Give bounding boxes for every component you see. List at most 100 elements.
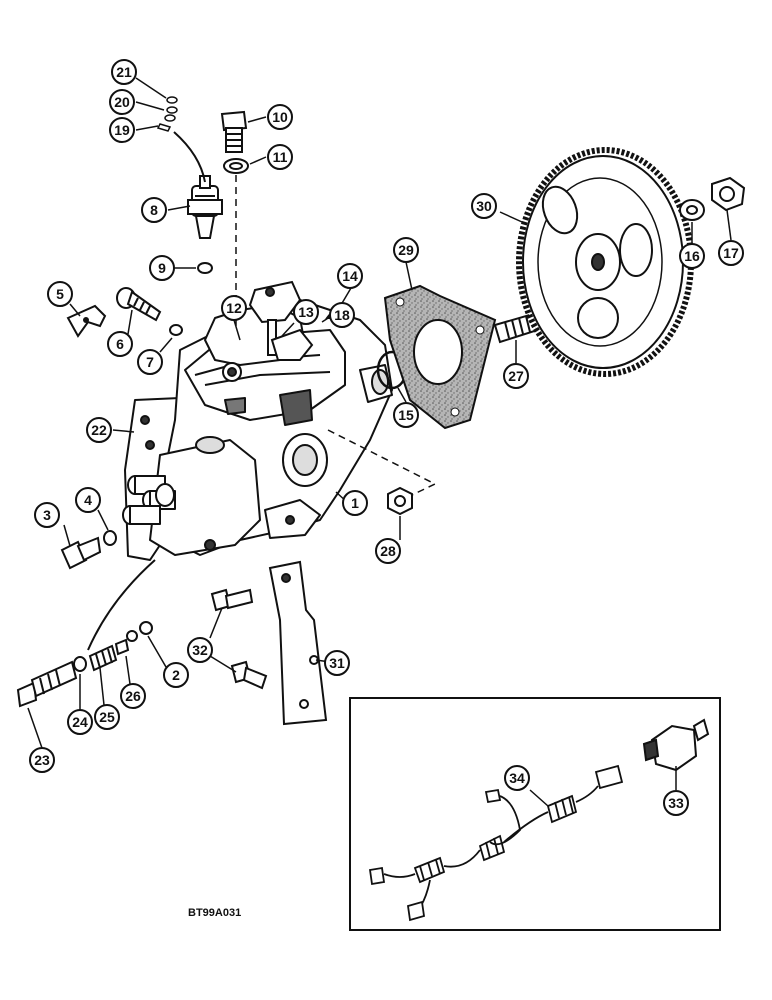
callout-circle: [149, 255, 175, 281]
callout-number: 21: [116, 64, 132, 80]
callout-circle: [221, 295, 247, 321]
callout-circle: [293, 299, 319, 325]
callout-number: 17: [723, 245, 739, 261]
callout-number: 10: [272, 109, 288, 125]
callout-number: 1: [351, 495, 359, 511]
callout-16: 16: [679, 243, 705, 269]
callout-1: 1: [342, 490, 368, 516]
callout-number: 23: [34, 752, 50, 768]
callout-12: 12: [221, 295, 247, 321]
callout-number: 4: [84, 492, 92, 508]
callout-number: 19: [114, 122, 130, 138]
callout-27: 27: [503, 363, 529, 389]
callout-2: 2: [163, 662, 189, 688]
callout-number: 14: [342, 268, 358, 284]
callout-circle: [504, 765, 530, 791]
cap-screw: [116, 287, 162, 322]
solenoid-hardware: [156, 96, 178, 132]
callout-circle: [324, 650, 350, 676]
callout-circle: [47, 281, 73, 307]
lock-washer: [679, 199, 705, 221]
assembly-line-solenoid: [173, 131, 206, 183]
callout-circle: [267, 144, 293, 170]
callout-circle: [141, 197, 167, 223]
callout-33: 33: [663, 790, 689, 816]
callout-3: 3: [34, 502, 60, 528]
mounting-gasket: [383, 284, 497, 430]
callout-number: 8: [150, 202, 158, 218]
assembly-line-valve: [87, 559, 156, 651]
callout-number: 9: [158, 260, 166, 276]
callout-circle: [29, 747, 55, 773]
callout-number: 20: [114, 94, 130, 110]
callout-28: 28: [375, 538, 401, 564]
callout-23: 23: [29, 747, 55, 773]
pressure-switch: [642, 718, 710, 772]
callout-circle: [67, 709, 93, 735]
throttle-lever: [248, 280, 314, 361]
callout-26: 26: [120, 683, 146, 709]
callout-number: 29: [398, 242, 414, 258]
screw-o-ring: [169, 324, 183, 336]
callout-24: 24: [67, 709, 93, 735]
callout-number: 30: [476, 198, 492, 214]
callout-circle: [75, 487, 101, 513]
callout-31: 31: [324, 650, 350, 676]
callout-circle: [471, 193, 497, 219]
callout-4: 4: [75, 487, 101, 513]
callout-circle: [342, 490, 368, 516]
callout-7: 7: [137, 349, 163, 375]
callout-30: 30: [471, 193, 497, 219]
callout-number: 33: [668, 795, 684, 811]
sealing-washer: [223, 158, 249, 174]
callout-circle: [94, 704, 120, 730]
figure-code: BT99A031: [188, 907, 241, 919]
callout-number: 6: [116, 336, 124, 352]
plug-washer: [103, 530, 117, 546]
callout-13: 13: [293, 299, 319, 325]
callout-17: 17: [718, 240, 744, 266]
valve-assembly: [16, 621, 153, 708]
callout-number: 16: [684, 248, 700, 264]
drive-gear: [516, 147, 694, 377]
callout-circle: [337, 263, 363, 289]
harness-inset: [349, 697, 721, 931]
callout-number: 24: [72, 714, 88, 730]
mounting-bracket: [268, 560, 328, 726]
callout-circle: [503, 363, 529, 389]
callout-circle: [267, 104, 293, 130]
callout-number: 12: [226, 300, 242, 316]
callout-circle: [111, 59, 137, 85]
callout-18: 18: [329, 302, 355, 328]
wiring-harness: [368, 764, 624, 922]
callout-circle: [329, 302, 355, 328]
callout-circle: [163, 662, 189, 688]
callout-number: 3: [43, 507, 51, 523]
callout-32: 32: [187, 637, 213, 663]
callout-circle: [120, 683, 146, 709]
callout-10: 10: [267, 104, 293, 130]
callout-circle: [393, 237, 419, 263]
callout-number: 27: [508, 368, 524, 384]
callout-11: 11: [267, 144, 293, 170]
callout-circle: [663, 790, 689, 816]
callout-9: 9: [149, 255, 175, 281]
banjo-bolt: [220, 110, 248, 153]
callout-number: 22: [91, 422, 107, 438]
callout-circle: [393, 402, 419, 428]
flange-nut: [387, 486, 413, 516]
fuel-shutoff-solenoid: [187, 175, 223, 239]
callout-number: 7: [146, 354, 154, 370]
callout-15: 15: [393, 402, 419, 428]
callout-29: 29: [393, 237, 419, 263]
callout-number: 15: [398, 407, 414, 423]
callout-number: 25: [99, 709, 115, 725]
callout-circle: [137, 349, 163, 375]
callout-14: 14: [337, 263, 363, 289]
injection-pump-body: [122, 299, 393, 561]
callout-number: 31: [329, 655, 345, 671]
callout-circle: [109, 89, 135, 115]
callout-25: 25: [94, 704, 120, 730]
